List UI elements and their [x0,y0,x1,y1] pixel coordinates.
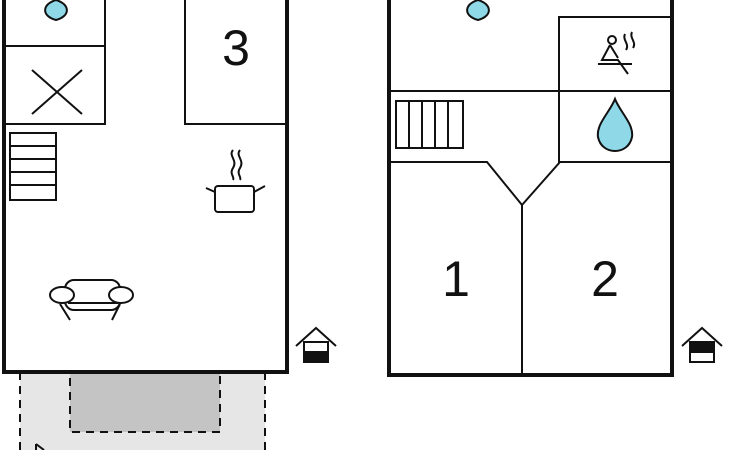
room-label-3: 3 [222,20,250,76]
no-entry-cross-icon [31,69,83,115]
house-floor-indicator-icon [681,326,723,363]
ground-floor [2,0,289,374]
water-drop-icon [44,0,68,22]
upper-floor [387,0,674,377]
sofa-icon [49,279,134,321]
sauna-icon [598,31,636,75]
staircase-icon [395,100,464,149]
water-drop-icon [466,0,490,22]
cooking-pot-icon [205,149,266,213]
entrance-arrow-icon [35,443,45,450]
room-label-2: 2 [591,251,619,307]
carport-area [69,371,221,433]
water-drop-icon [596,96,634,153]
staircase-icon [9,132,57,201]
room-label-1: 1 [442,251,470,307]
house-floor-indicator-icon [295,326,337,363]
